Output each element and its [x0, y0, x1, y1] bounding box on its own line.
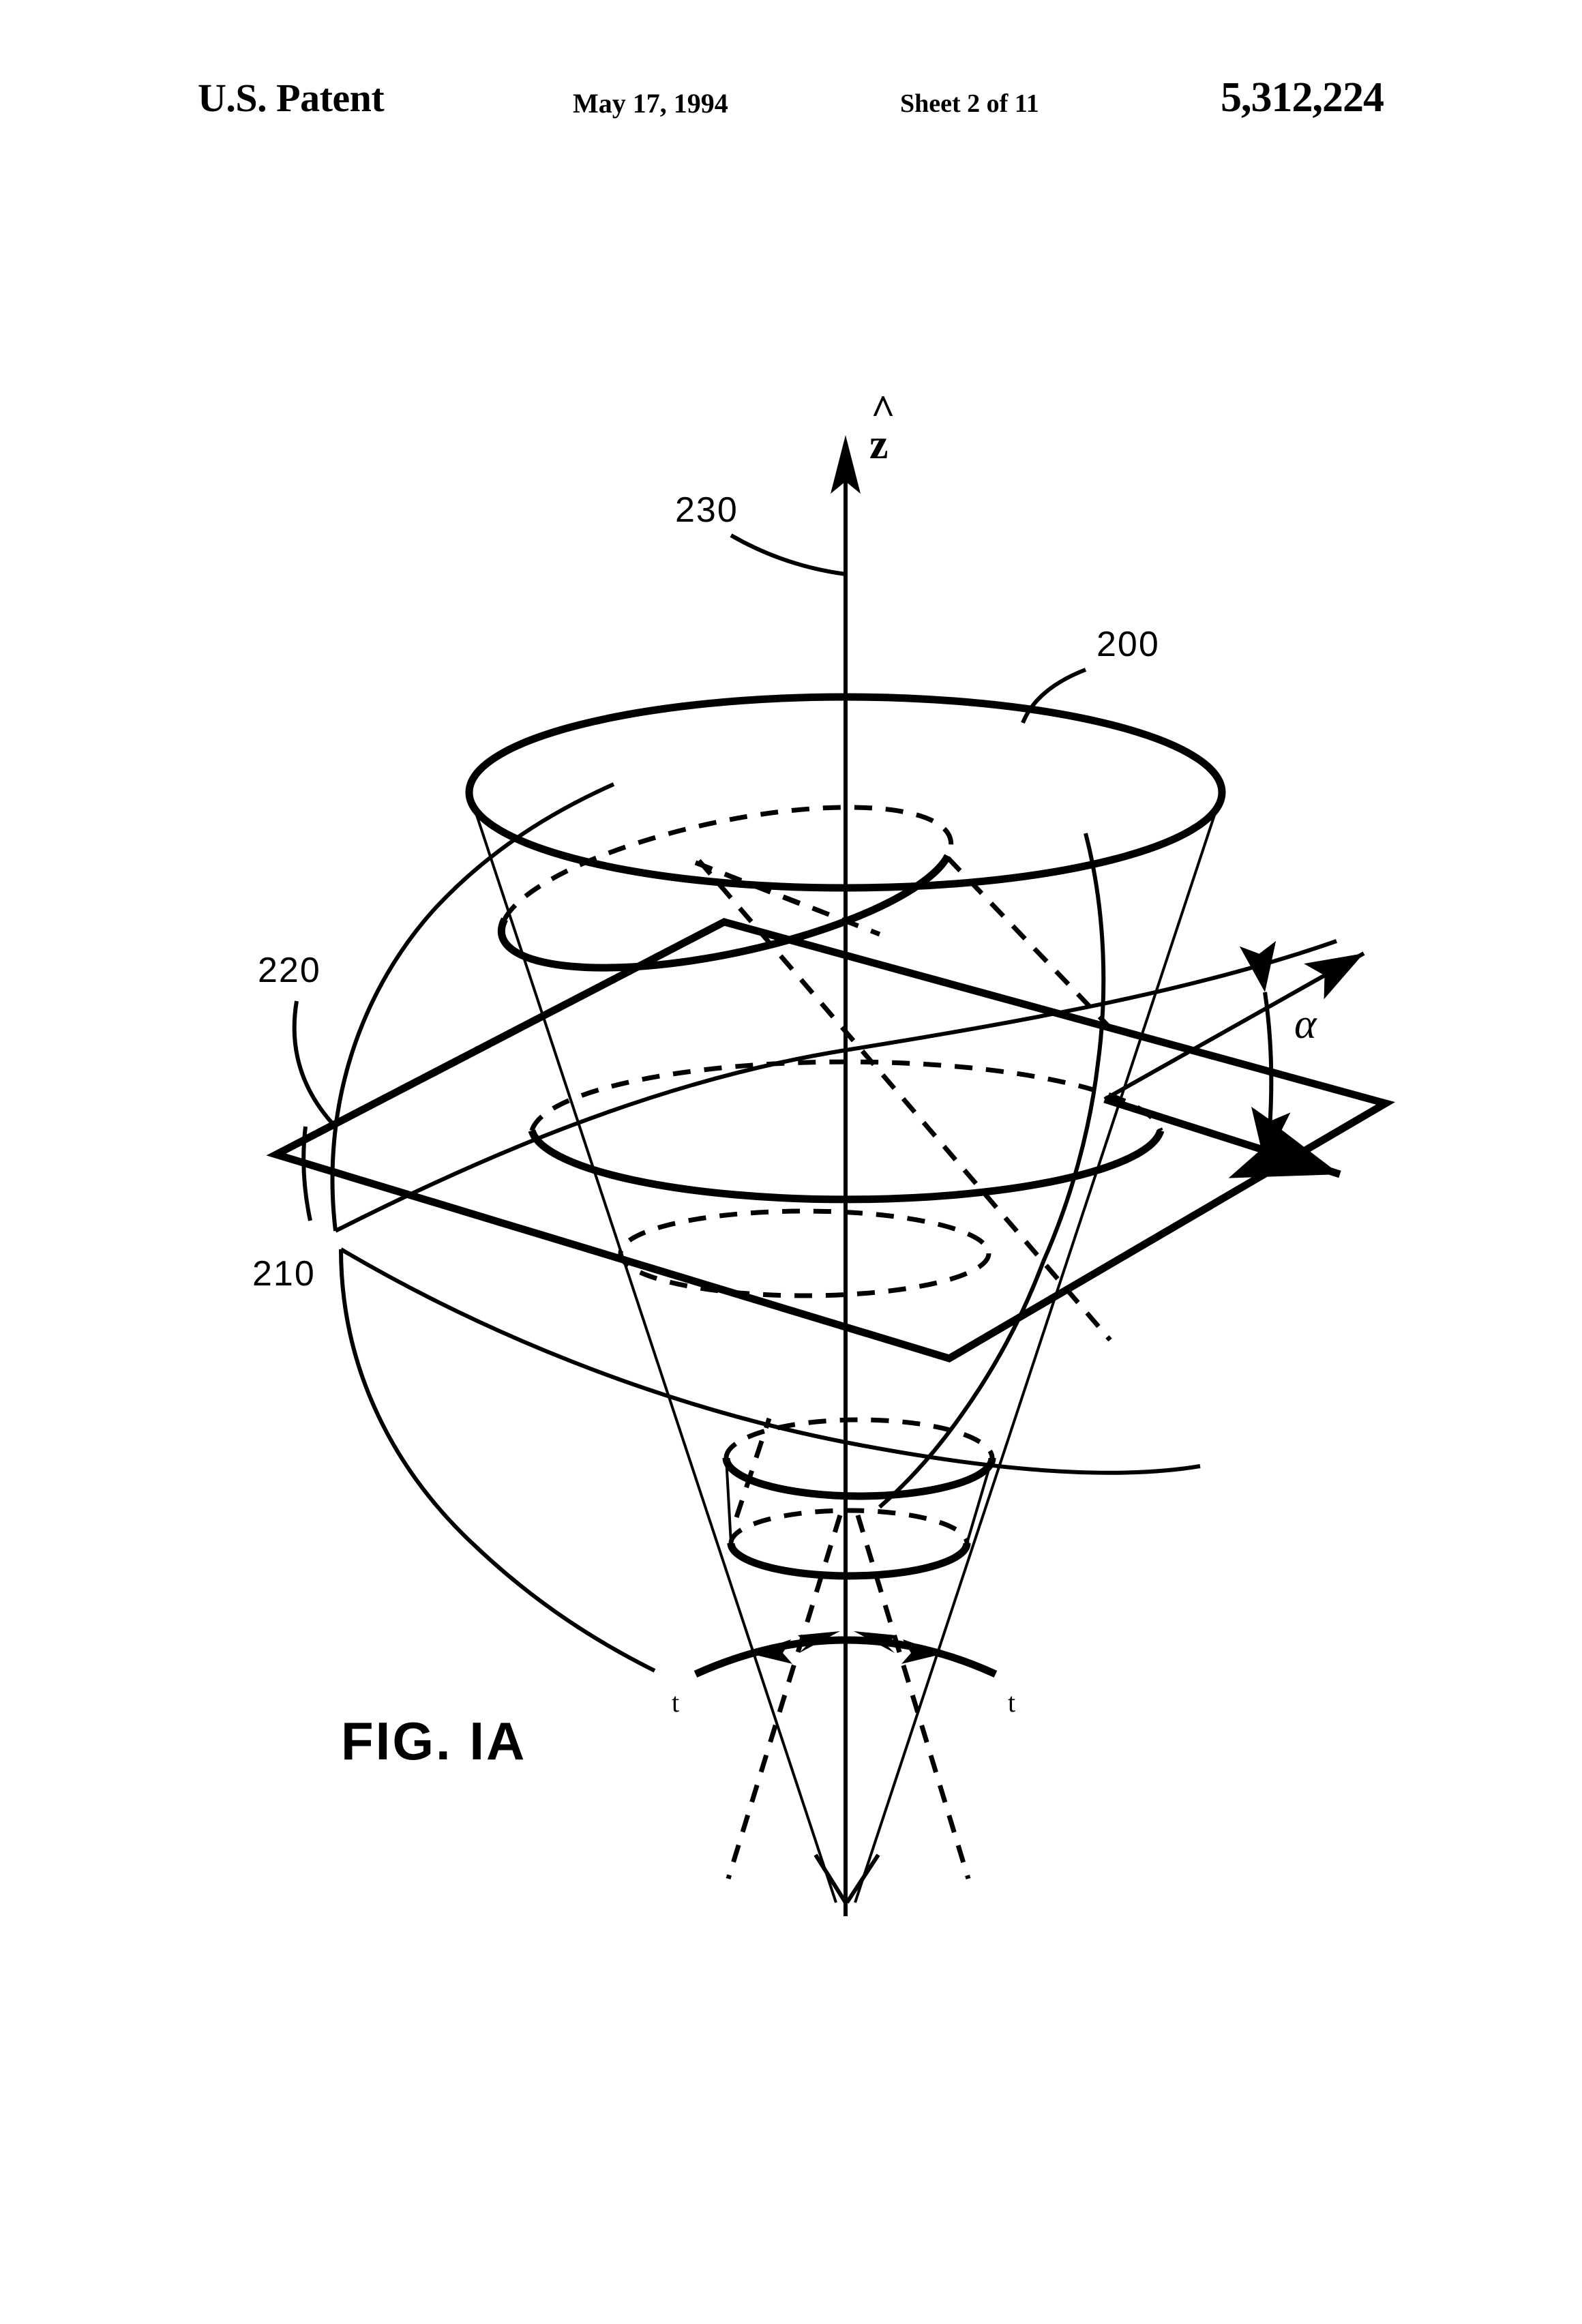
z-axis-group: z ^ — [831, 387, 895, 1916]
cone-slant-left — [468, 792, 837, 1903]
bottom-small-ellipse-visible-arc — [727, 1543, 971, 1580]
middle-ellipse-hidden-arc — [529, 1059, 1163, 1131]
middle-section-group — [528, 1059, 1165, 1204]
figure-caption: FIG. IA — [341, 1711, 526, 1771]
hidden-cone-line-small-left — [734, 1417, 772, 1519]
leader-line-230 — [730, 533, 846, 576]
lower-section-visible-arc — [722, 1457, 996, 1500]
leader-line-210 — [301, 1126, 312, 1221]
cone-slant-right — [854, 792, 1223, 1903]
apex-converge-left — [814, 1853, 848, 1904]
cone-angle-arc — [693, 1636, 998, 1678]
outer-cone-group — [465, 693, 1226, 1903]
reference-numeral-200: 200 — [1096, 625, 1160, 664]
upper-section-chord-b — [694, 860, 809, 910]
inner-lower-cone-group — [722, 1417, 996, 1580]
hyperboloid-upper-branch — [334, 939, 1337, 1233]
z-axis-label: z — [869, 421, 889, 468]
reference-numeral-210: 210 — [252, 1254, 316, 1294]
tilted-plane-parallelogram — [266, 918, 1396, 1362]
alpha-angle-label: α — [1294, 1001, 1317, 1047]
small-frustum-wall-left — [725, 1457, 732, 1544]
upper-section-visible-arc — [497, 854, 951, 972]
leader-210-group: 210 — [252, 1126, 316, 1294]
angle-alpha-group: α — [1103, 940, 1365, 1178]
reference-numeral-220: 220 — [258, 951, 321, 990]
arc-arrowhead-center-left — [798, 1631, 840, 1653]
hyperboloid-right-limb — [1041, 833, 1106, 1263]
reference-numeral-230: 230 — [675, 490, 738, 530]
hyperboloid-lower-branch — [340, 1247, 1201, 1475]
leader-line-200 — [1021, 668, 1087, 724]
arc-arrowhead-center-right — [854, 1631, 896, 1653]
leader-230-group: 230 — [675, 490, 846, 576]
patent-date: May 17, 1994 — [573, 88, 728, 119]
t-label-right: t — [1008, 1687, 1015, 1718]
lower-section-hidden-arc — [723, 1417, 995, 1459]
patent-number: 5,312,224 — [1221, 74, 1384, 121]
sheet-number-label: Sheet 2 of 11 — [900, 89, 1039, 118]
leader-line-220 — [292, 1000, 335, 1126]
alpha-plane-reference-arrow — [1103, 1095, 1341, 1178]
leader-200-group: 200 — [1021, 625, 1160, 724]
upper-tilted-section-group — [497, 805, 954, 972]
alpha-ray-arrow — [1103, 951, 1365, 1101]
cone-half-angle-group: t t — [672, 1631, 1015, 1718]
middle-ellipse-visible-arc — [528, 1129, 1165, 1204]
t-label-left: t — [672, 1687, 679, 1718]
leader-220-group: 220 — [258, 951, 335, 1126]
cone-apex-group — [814, 1853, 880, 1904]
lower-hidden-ellipse-group — [618, 1208, 991, 1298]
arc-arrowhead-right-inner — [901, 1639, 944, 1664]
z-axis-hat-accent: ^ — [871, 387, 895, 434]
arc-arrowhead-left-inner — [750, 1639, 792, 1664]
hyperboloid-left-limb-down — [339, 1249, 656, 1673]
bottom-small-ellipse-hidden-arc — [728, 1508, 970, 1544]
z-axis-arrowhead — [831, 435, 861, 494]
hidden-cone-line-right — [697, 859, 1112, 1342]
hyperboloid-group — [330, 782, 1337, 1673]
sheet-header: U.S. Patent May 17, 1994 Sheet 2 of 11 5… — [0, 74, 1582, 136]
patent-office-label: U.S. Patent — [198, 76, 385, 120]
upper-section-hidden-arc — [502, 805, 954, 921]
tilted-plane-group — [266, 918, 1396, 1362]
hidden-waist-ellipse — [618, 1208, 991, 1298]
hyperboloid-right-limb-lower — [878, 1260, 1045, 1509]
hyperboloid-left-limb-up — [330, 782, 615, 1232]
alpha-angle-arc — [1239, 940, 1291, 1160]
small-frustum-wall-right — [966, 1457, 994, 1544]
apex-converge-right — [845, 1853, 880, 1904]
